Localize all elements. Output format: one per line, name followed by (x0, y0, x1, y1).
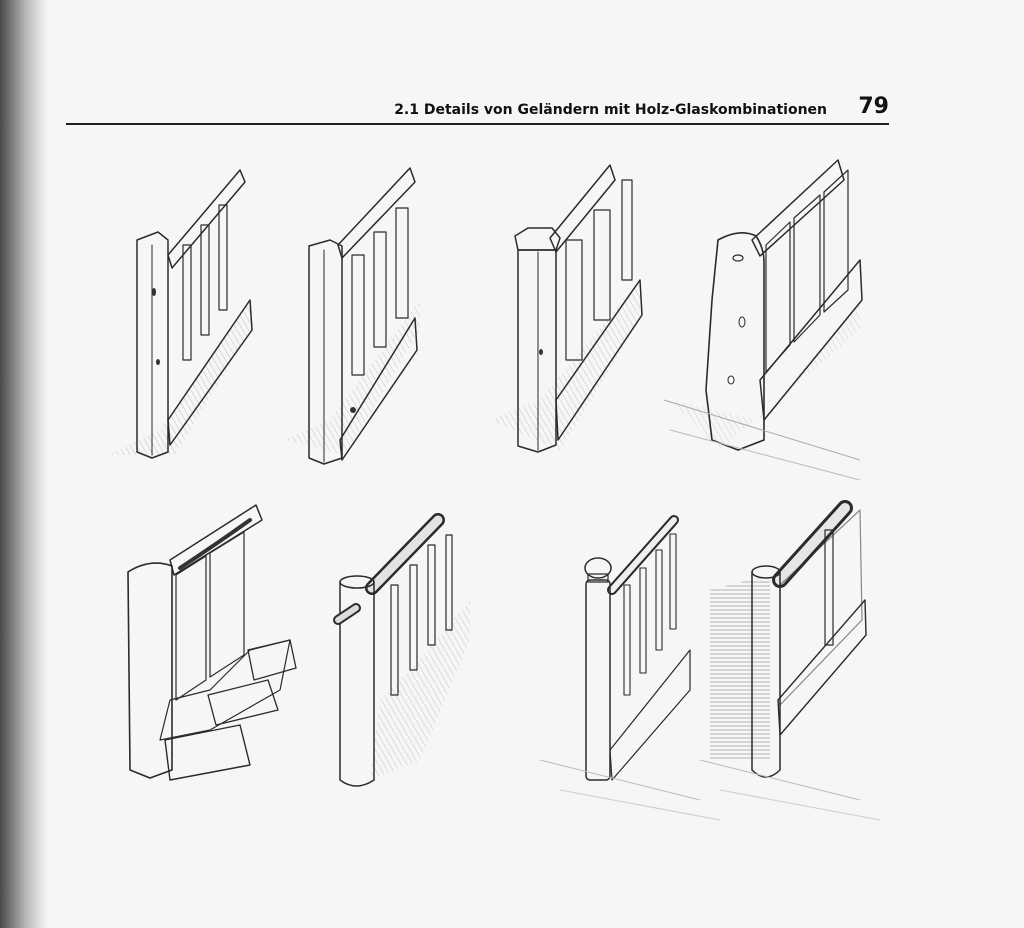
railing-turned-post-with-thin-balusters (539, 515, 721, 821)
page-number: 79 (858, 94, 889, 119)
section-title: 2.1 Details von Geländern mit Holz-Glask… (394, 102, 827, 118)
header-rule (66, 123, 889, 125)
railing-round-post-with-glass (699, 500, 881, 821)
railing-round-post-with-handrail (333, 513, 470, 787)
railing-square-post-with-wide-balusters (285, 167, 420, 465)
railing-profiled-post-with-planks (490, 164, 643, 453)
railing-shaped-post-with-panels (663, 159, 863, 481)
railing-square-post-with-balusters (108, 169, 253, 459)
railing-rounded-post-with-stairs (127, 504, 297, 781)
page-header: 2.1 Details von Geländern mit Holz-Glask… (66, 92, 889, 122)
book-spine-shadow (0, 0, 48, 928)
